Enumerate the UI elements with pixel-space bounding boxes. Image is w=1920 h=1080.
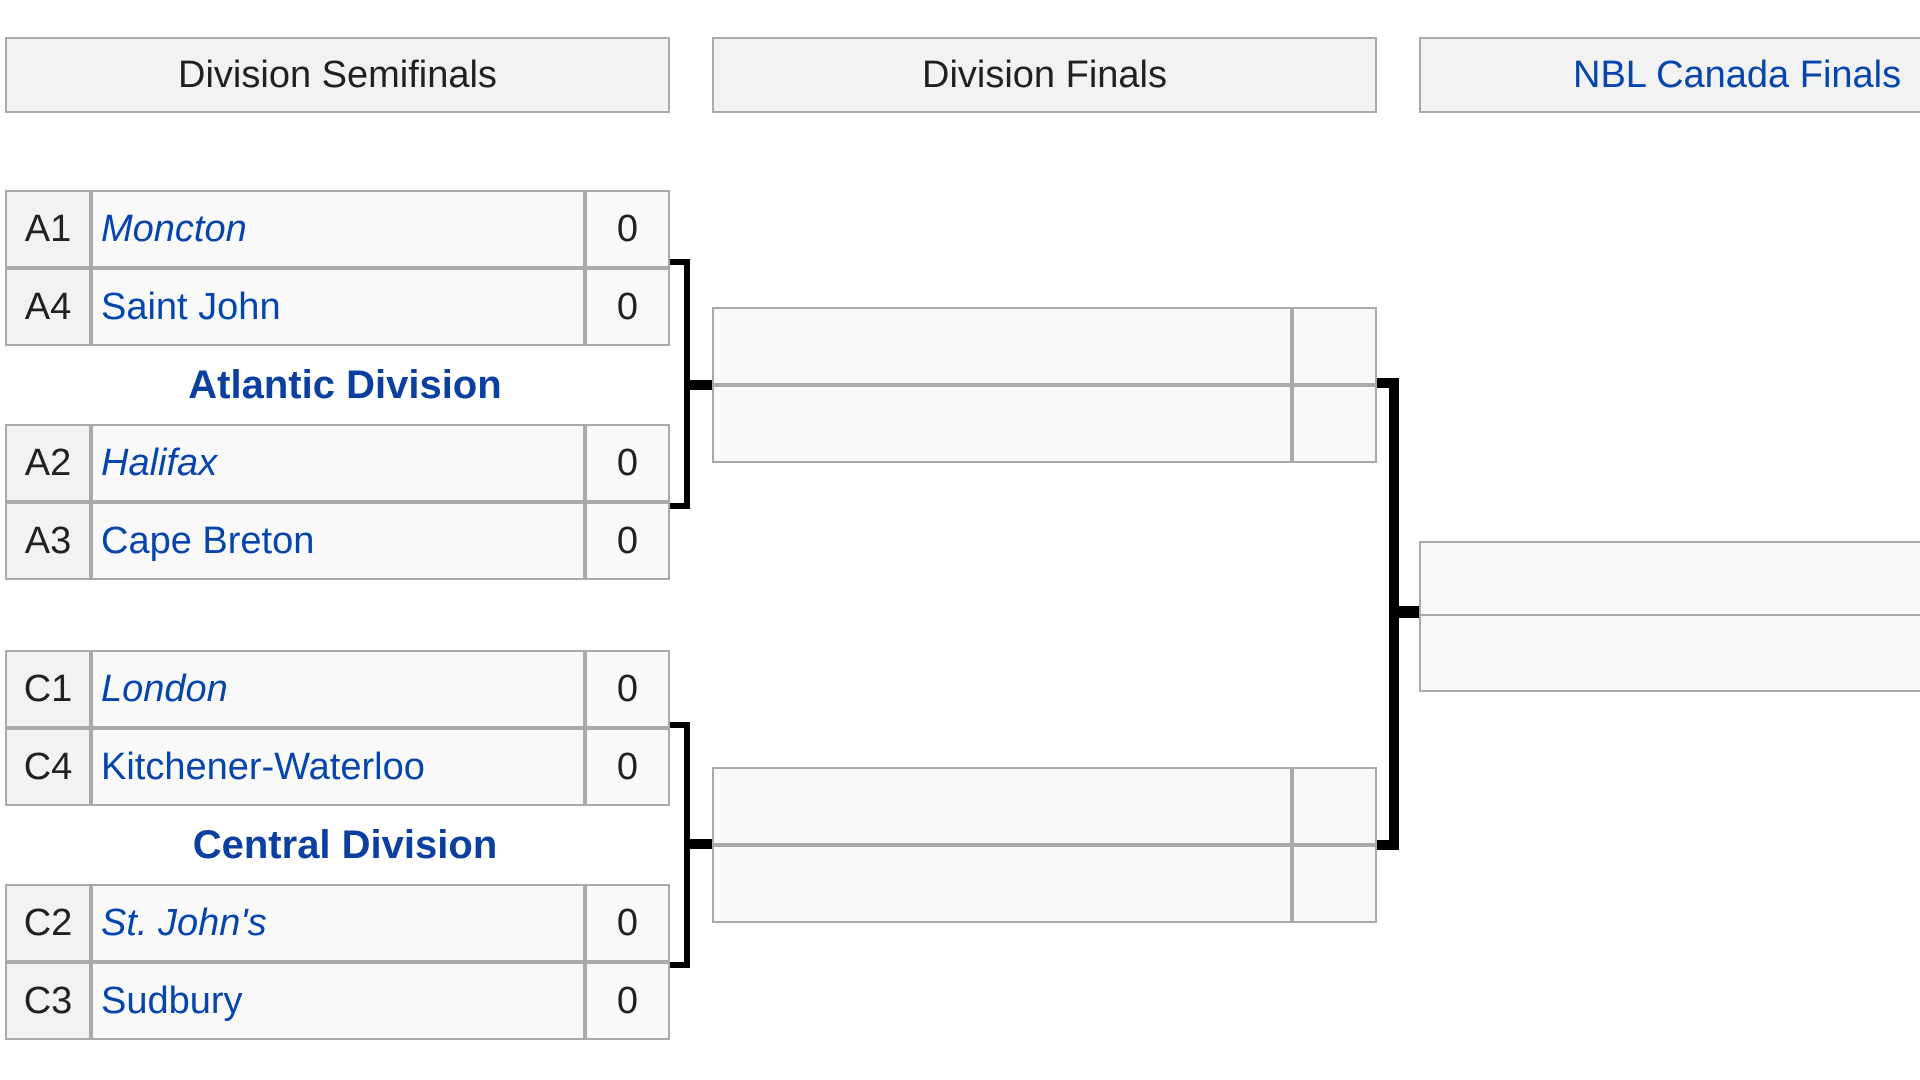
bracket-line <box>1389 606 1419 618</box>
seed-c2: C2 <box>5 884 91 962</box>
score-a3: 0 <box>585 502 670 580</box>
bracket-line <box>670 503 690 509</box>
division-final-central-team-1 <box>712 767 1292 845</box>
team-link-london[interactable]: London <box>91 650 585 728</box>
score-c2: 0 <box>585 884 670 962</box>
division-final-central-team-2 <box>712 845 1292 923</box>
seed-a1: A1 <box>5 190 91 268</box>
division-final-central-score-2 <box>1292 845 1377 923</box>
seed-c3: C3 <box>5 962 91 1040</box>
team-link-sudbury[interactable]: Sudbury <box>91 962 585 1040</box>
division-label-atlantic[interactable]: Atlantic Division <box>188 362 502 407</box>
division-label-central[interactable]: Central Division <box>192 822 498 867</box>
bracket-line <box>670 259 690 265</box>
team-link-cape-breton[interactable]: Cape Breton <box>91 502 585 580</box>
score-a4: 0 <box>585 268 670 346</box>
score-c3: 0 <box>585 962 670 1040</box>
finals-team-2 <box>1419 614 1920 692</box>
division-final-atlantic-team-2 <box>712 385 1292 463</box>
team-link-saint-john[interactable]: Saint John <box>91 268 585 346</box>
bracket-line <box>684 380 712 390</box>
finals-team-1 <box>1419 541 1920 619</box>
team-link-halifax[interactable]: Halifax <box>91 424 585 502</box>
round-header-finals-link[interactable]: NBL Canada Finals <box>1419 37 1920 113</box>
bracket-line <box>1377 840 1399 850</box>
bracket-line <box>670 962 690 968</box>
score-a2: 0 <box>585 424 670 502</box>
seed-c1: C1 <box>5 650 91 728</box>
bracket-line <box>670 722 690 728</box>
seed-a2: A2 <box>5 424 91 502</box>
score-c1: 0 <box>585 650 670 728</box>
team-link-st-johns[interactable]: St. John's <box>91 884 585 962</box>
round-header-division-finals: Division Finals <box>712 37 1377 113</box>
score-a1: 0 <box>585 190 670 268</box>
round-header-semifinals: Division Semifinals <box>5 37 670 113</box>
score-c4: 0 <box>585 728 670 806</box>
team-link-moncton[interactable]: Moncton <box>91 190 585 268</box>
division-final-central-score-1 <box>1292 767 1377 845</box>
division-final-atlantic-team-1 <box>712 307 1292 385</box>
bracket-line <box>1377 378 1399 388</box>
seed-a4: A4 <box>5 268 91 346</box>
seed-c4: C4 <box>5 728 91 806</box>
bracket-line <box>684 839 712 849</box>
division-final-atlantic-score-1 <box>1292 307 1377 385</box>
division-final-atlantic-score-2 <box>1292 385 1377 463</box>
seed-a3: A3 <box>5 502 91 580</box>
team-link-kitchener-waterloo[interactable]: Kitchener-Waterloo <box>91 728 585 806</box>
